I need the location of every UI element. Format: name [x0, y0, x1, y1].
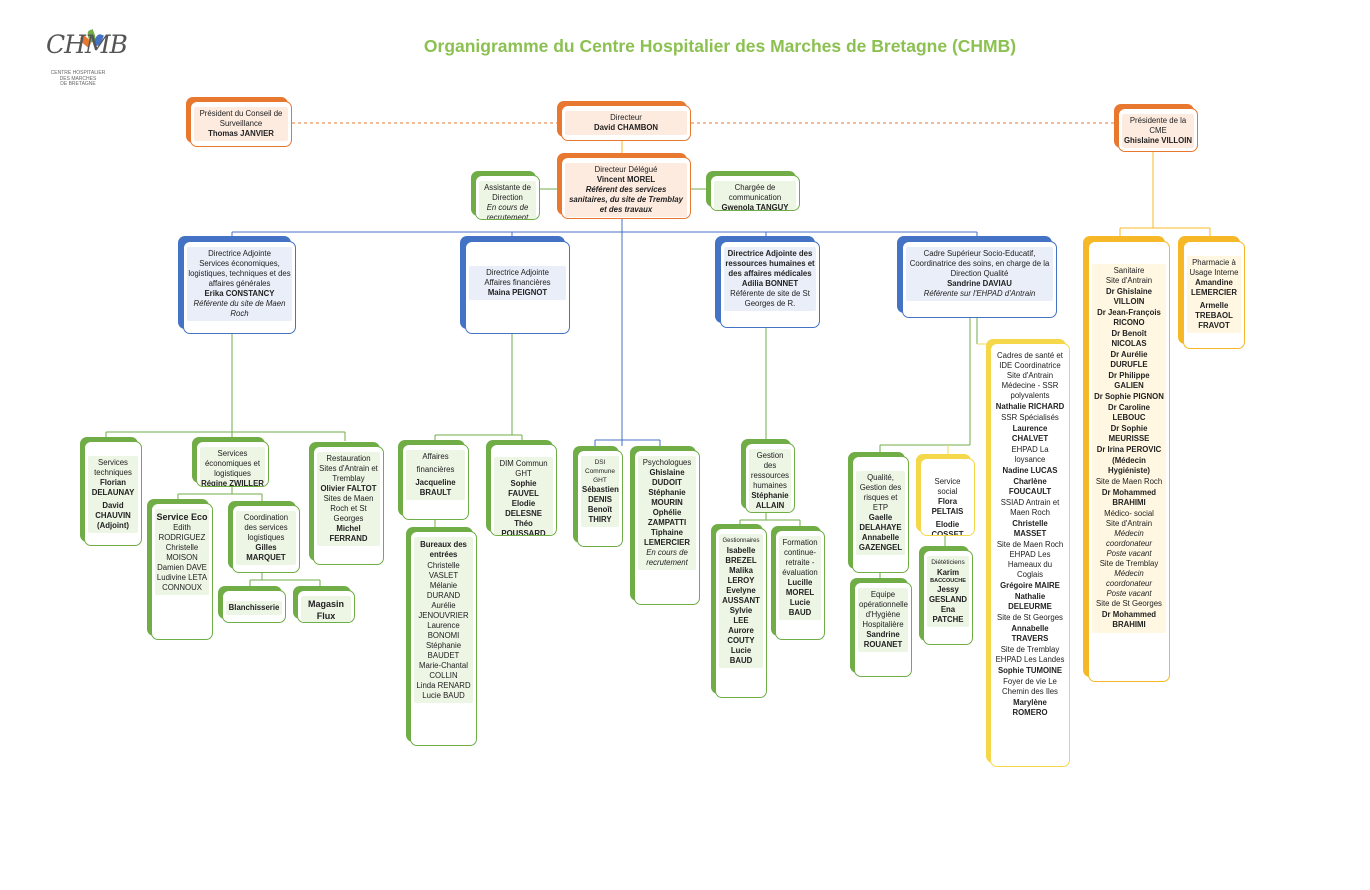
- cadres_sante-line: Laurence CHALVET: [1011, 424, 1049, 443]
- sanitaire-line: Dr Philippe GALIEN: [1108, 371, 1150, 390]
- cadres_sante-line: Site de Maen Roch: [996, 540, 1064, 549]
- equipe-hygiene: Equipe opérationnelle d'Hygiène Hospital…: [854, 582, 912, 677]
- cadres_sante-line: SSR Spécialisés: [1001, 413, 1059, 422]
- logo-text: CENTRE HOSPITALIER DES MARCHES DE BRETAG…: [50, 70, 106, 87]
- cadres_sante-line: SSIAD Antrain et Maen Roch: [1000, 498, 1060, 517]
- sanitaire-line: Site de Tremblay: [1099, 559, 1159, 568]
- sanitaire-line: Site de St Georges: [1096, 599, 1162, 608]
- magasin-flux: Magasin Flux: [297, 590, 355, 623]
- cadres_sante-line: Foyer de vie Le Chemin des Iles: [1002, 677, 1058, 696]
- bureaux-line: Stéphanie BAUDET: [425, 641, 462, 660]
- cadres_sante-line: Médecine - SSR polyvalents: [1001, 381, 1059, 400]
- cadres_sante-line: Cadres de santé et IDE Coordinatrice: [997, 351, 1063, 370]
- cadre-superieur: Cadre Supérieur Socio-Educatif,Coordinat…: [902, 241, 1057, 318]
- sanitaire-line: Dr Sophie MEURISSE: [1108, 424, 1150, 443]
- sanitaire-line: Poste vacant: [1106, 589, 1152, 598]
- bureaux-line: Mélanie DURAND: [426, 581, 461, 600]
- logo-mark: CHMB: [46, 30, 128, 59]
- cadres_sante-line: EHPAD Les Landes: [995, 655, 1065, 664]
- sanitaire-line: Site d'Antrain: [1105, 276, 1153, 285]
- sanitaire-line: Site de Maen Roch: [1095, 477, 1163, 486]
- cadres_sante-line: Site de Tremblay: [1000, 645, 1060, 654]
- directrice-adjointe-rh: Directrice Adjointe des ressources humai…: [720, 241, 820, 328]
- sanitaire-line: Dr Mohammed BRAHIMI: [1101, 610, 1157, 629]
- chmb-logo: CHMB CENTRE HOSPITALIER DES MARCHES DE B…: [40, 29, 128, 92]
- bureaux-line: Christelle VASLET: [427, 561, 460, 580]
- cadres_sante-line: Site de St Georges: [997, 613, 1063, 622]
- blanchisserie: Blanchisserie: [222, 590, 286, 623]
- cadres_sante-line: Nathalie DELEURME: [1008, 592, 1052, 611]
- sanitaire-line: (Médecin Hygiéniste): [1107, 456, 1151, 475]
- sanitaire-line: Dr Mohammed BRAHIMI: [1101, 488, 1157, 507]
- sanitaire-line: Poste vacant: [1106, 549, 1152, 558]
- bureaux-line: Lucie BAUD: [422, 691, 465, 700]
- sanitaire-line: Dr Jean-François RICONO: [1097, 308, 1161, 327]
- sanitaire-line: Médico- social: [1104, 509, 1154, 518]
- sanitaire-line: Dr Ghislaine VILLOIN: [1106, 287, 1152, 306]
- bureaux-line: Bureaux des entrées: [420, 540, 467, 559]
- cadres_sante-line: EHPAD La loysance: [1011, 445, 1049, 464]
- sanitaire-line: Dr Aurélie DURUFLE: [1110, 350, 1148, 369]
- formation-continue: Formation continue- retraite - évaluatio…: [775, 530, 825, 640]
- sanitaire-line: Dr Benoît NICOLAS: [1111, 329, 1147, 348]
- sanitaire-line: Dr Caroline LEBOUC: [1107, 403, 1151, 422]
- cadres_sante-line: Nadine LUCAS: [1002, 466, 1058, 475]
- cadres_sante-line: Charlène FOUCAULT: [1008, 477, 1052, 496]
- bureaux-line: Aurélie JENOUVRIER: [418, 601, 469, 620]
- sanitaire-line: Dr Irina PEROVIC: [1096, 445, 1162, 454]
- sanitaire-line: Sanitaire: [1113, 266, 1145, 275]
- bureaux-line: Laurence BONOMI: [427, 621, 460, 640]
- cadres_sante-line: Sophie TUMOINE: [997, 666, 1063, 675]
- bureaux-line: Linda RENARD: [416, 681, 471, 690]
- bureaux-line: Marie-Chantal COLLIN: [419, 661, 468, 680]
- cadres_sante-line: Annabelle TRAVERS: [1011, 624, 1049, 643]
- cadres_sante-line: Grégoire MAIRE: [1000, 581, 1060, 590]
- cadres_sante-line: Marylène ROMERO: [1012, 698, 1048, 717]
- sanitaire-line: Médecin coordonateur: [1106, 569, 1152, 588]
- sanitaire-line: Médecin coordonateur: [1106, 529, 1152, 548]
- cadres_sante-line: Site d'Antrain: [1006, 371, 1054, 380]
- sanitaire-line: Dr Sophie PIGNON: [1094, 392, 1164, 401]
- sanitaire-line: Site d'Antrain: [1105, 519, 1153, 528]
- page-title: Organigramme du Centre Hospitalier des M…: [423, 36, 1017, 56]
- cadres_sante-line: Christelle MASSET: [1012, 519, 1048, 538]
- cadres_sante-line: EHPAD Les Hameaux du Coglais: [1007, 550, 1053, 579]
- cadres_sante-line: Nathalie RICHARD: [995, 402, 1065, 411]
